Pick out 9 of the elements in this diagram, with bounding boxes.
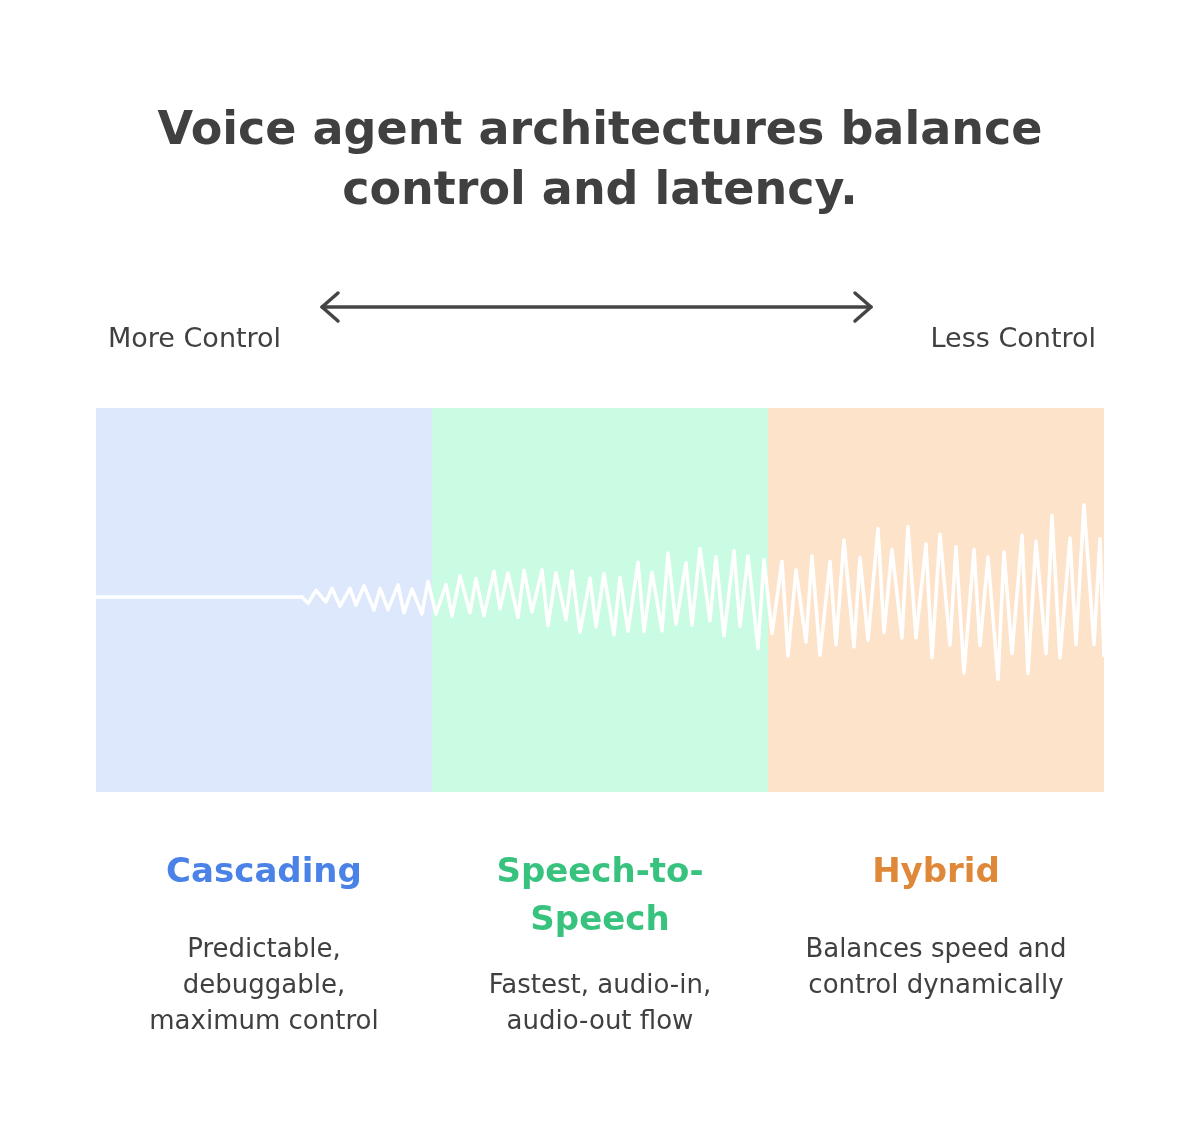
category-heading: Speech-to-Speech — [495, 849, 705, 940]
category-description: Predictable, debuggable, maximum control — [148, 932, 380, 1037]
axis-label: Less Control — [930, 322, 1096, 353]
axis-label: More Control — [108, 322, 282, 353]
title: Voice agent architectures balance control and latency. — [156, 100, 1044, 217]
category-description: Balances speed and control dynamically — [804, 932, 1068, 1001]
category-description: Fastest, audio-in, audio-out flow — [487, 968, 713, 1037]
category-heading: Hybrid — [871, 849, 1001, 892]
category-heading: Cascading — [165, 849, 363, 892]
